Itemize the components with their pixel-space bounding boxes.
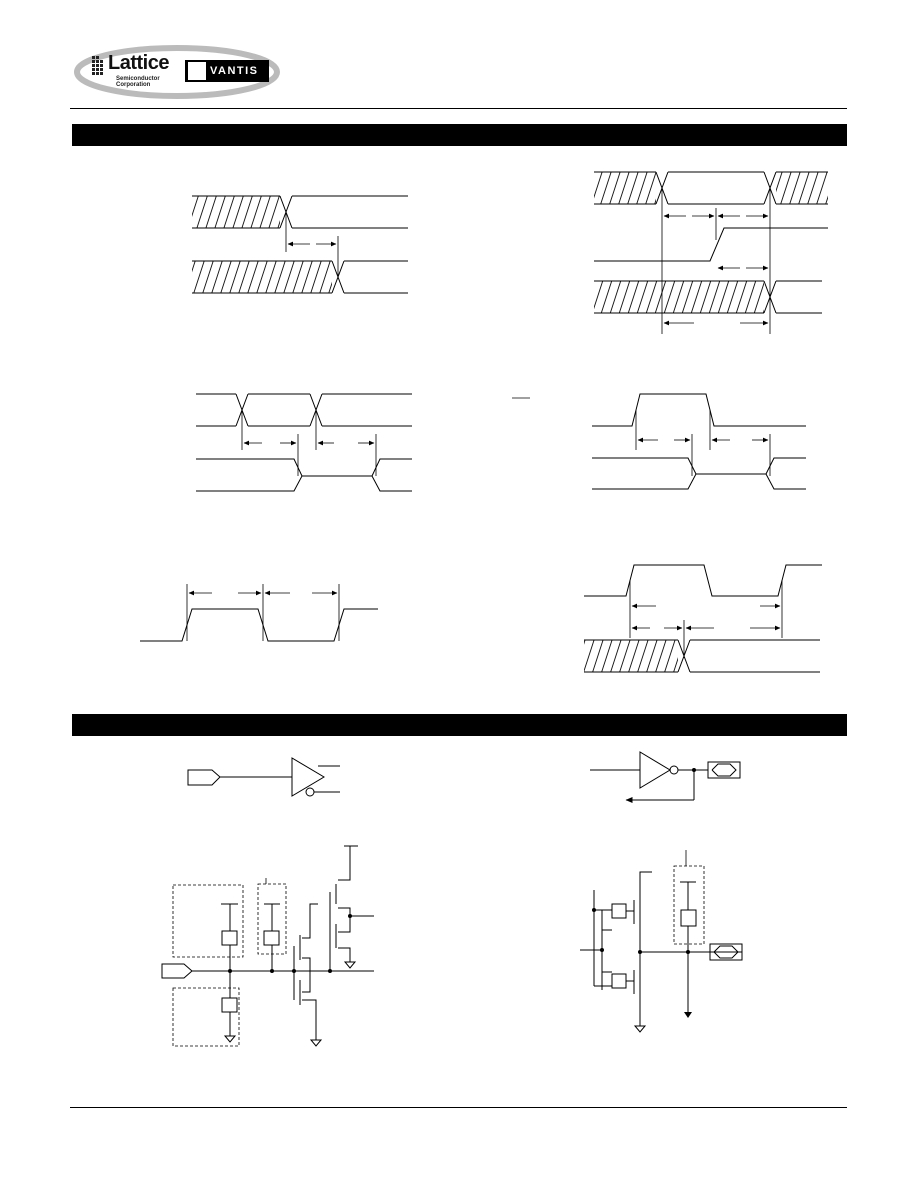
logo-swoosh-icon bbox=[74, 45, 280, 99]
timing-section-bar bbox=[72, 124, 847, 146]
vantis-mark-icon bbox=[188, 62, 206, 80]
lattice-vantis-logo: Lattice Semiconductor Corporation VANTIS bbox=[72, 42, 282, 100]
vantis-logo-icon bbox=[185, 60, 269, 82]
timing-diagram-4 bbox=[592, 393, 806, 490]
timing-diagram-2 bbox=[594, 171, 828, 334]
timing-diagram-1 bbox=[192, 195, 408, 294]
circuit-output-inverter bbox=[590, 751, 741, 803]
circuits-section-bar bbox=[72, 714, 847, 736]
timing-diagram-6 bbox=[584, 564, 822, 673]
circuit-input-stage bbox=[161, 845, 374, 1047]
circuit-output-stage bbox=[580, 850, 743, 1033]
header-rule bbox=[70, 108, 847, 109]
footer-rule bbox=[70, 1107, 847, 1108]
lattice-logo-text: Lattice bbox=[108, 52, 169, 74]
vantis-logo-text: VANTIS bbox=[210, 65, 259, 77]
lattice-logo-subtext: Semiconductor Corporation bbox=[116, 76, 160, 88]
circuit-input-buffer bbox=[187, 757, 340, 797]
timing-diagram-5 bbox=[140, 584, 378, 642]
timing-diagram-3 bbox=[196, 393, 412, 492]
